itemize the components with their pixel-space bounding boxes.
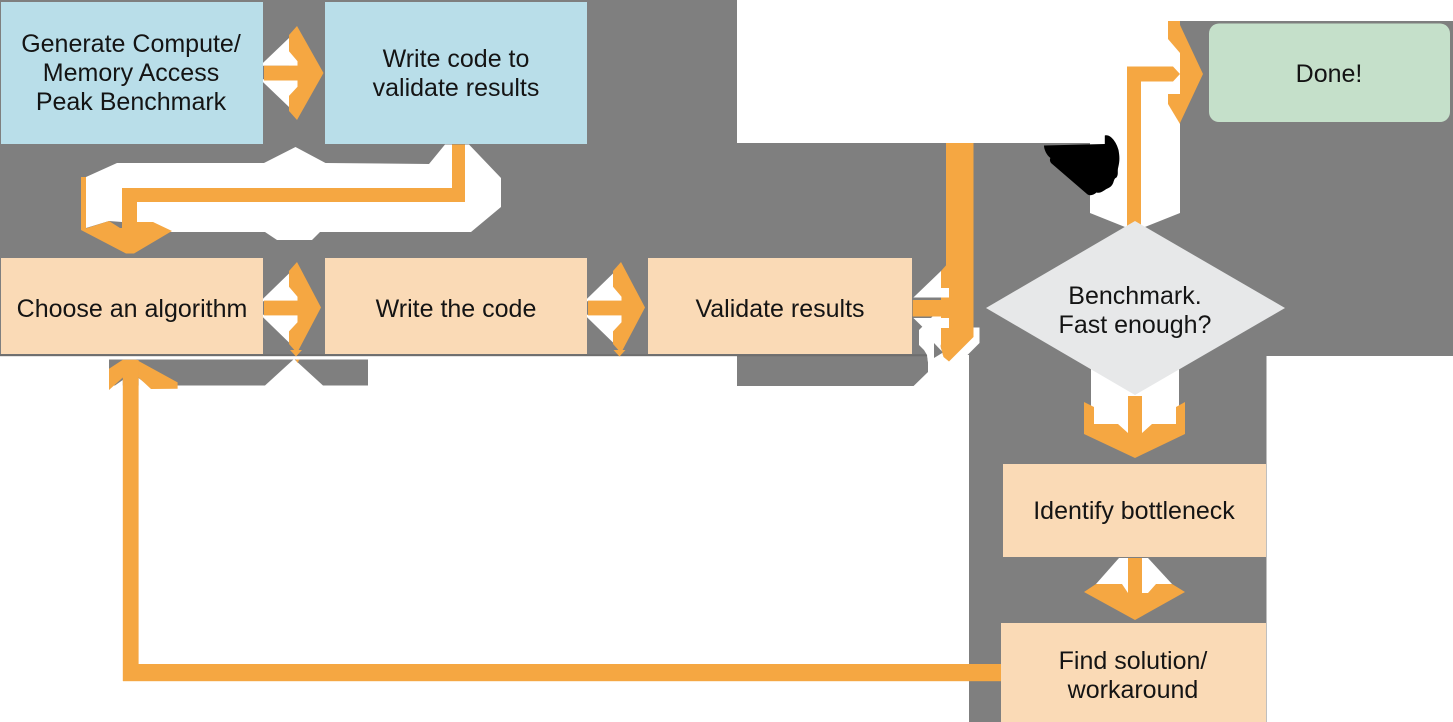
- svg-text:Generate Compute/: Generate Compute/: [21, 30, 241, 58]
- svg-text:workaround: workaround: [1067, 676, 1199, 704]
- svg-text:Done!: Done!: [1296, 60, 1363, 88]
- svg-text:Validate results: Validate results: [695, 295, 864, 323]
- svg-text:Write the code: Write the code: [376, 295, 537, 323]
- svg-text:Memory Access: Memory Access: [43, 59, 219, 87]
- svg-text:Choose an algorithm: Choose an algorithm: [17, 295, 248, 323]
- svg-text:Identify bottleneck: Identify bottleneck: [1033, 497, 1235, 525]
- svg-text:Benchmark.: Benchmark.: [1068, 282, 1201, 310]
- svg-text:Write code to: Write code to: [383, 45, 530, 73]
- svg-text:validate results: validate results: [373, 74, 540, 102]
- svg-text:Peak Benchmark: Peak Benchmark: [36, 88, 227, 116]
- svg-text:Find solution/: Find solution/: [1059, 647, 1208, 675]
- svg-text:Fast enough?: Fast enough?: [1059, 311, 1212, 339]
